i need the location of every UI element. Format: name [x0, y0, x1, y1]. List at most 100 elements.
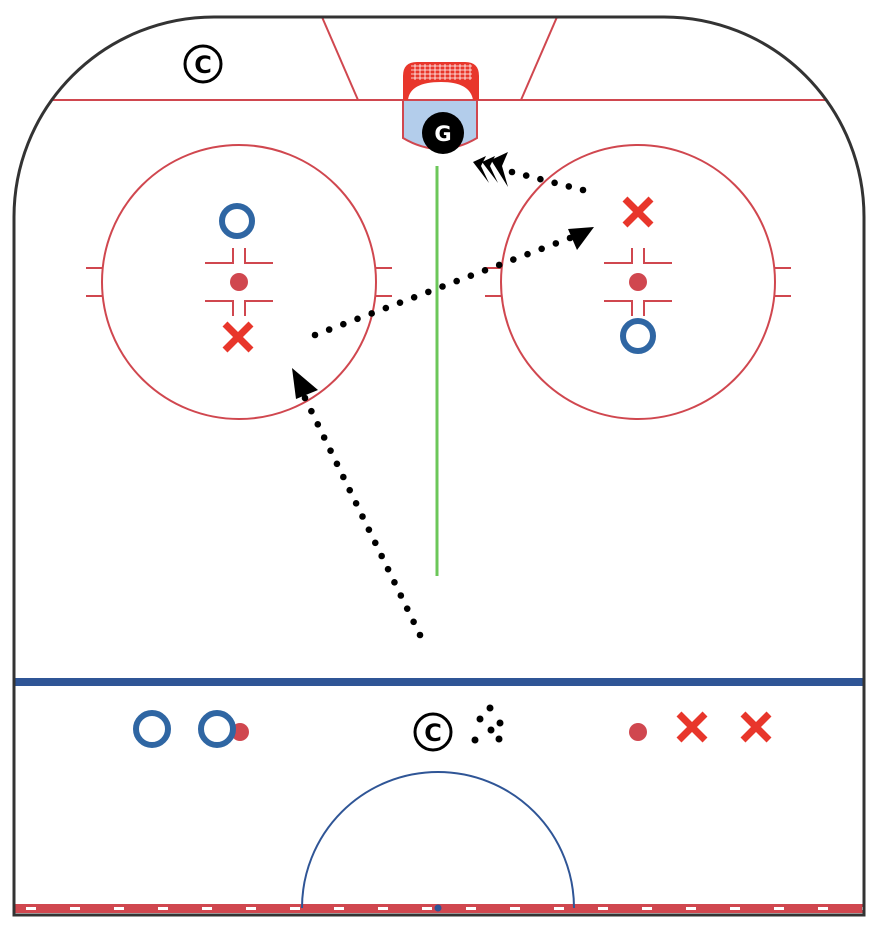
dash	[70, 907, 80, 910]
player-o[interactable]	[198, 710, 236, 748]
shot-arrow-icon	[473, 152, 508, 187]
path-dot	[359, 513, 366, 520]
dash	[114, 907, 124, 910]
path-dot	[524, 250, 531, 258]
path-dot	[325, 326, 333, 333]
path-dot	[551, 179, 558, 187]
dash	[246, 907, 256, 910]
path-arrow-icon	[568, 227, 594, 250]
path-dot	[365, 526, 373, 533]
path-dot	[320, 434, 328, 441]
path-dot	[439, 283, 446, 290]
path-dot	[410, 293, 418, 301]
player-x[interactable]	[222, 321, 254, 353]
path-dot	[391, 579, 398, 586]
path-dot	[352, 500, 360, 507]
path-dot	[467, 272, 475, 280]
player-x[interactable]	[622, 196, 654, 228]
dash	[642, 907, 652, 910]
path-dot	[416, 631, 424, 639]
path-dot	[410, 618, 417, 626]
path-dot	[301, 394, 309, 402]
path-dot	[579, 186, 587, 194]
pucks	[471, 704, 504, 744]
path-dot	[368, 310, 375, 317]
path-dot	[346, 486, 354, 494]
dash	[598, 907, 608, 910]
dash	[378, 907, 388, 910]
path-dot	[308, 407, 315, 415]
path-dot	[481, 267, 489, 274]
path-dot	[384, 565, 392, 573]
path-dot	[537, 175, 544, 183]
faceoff-circle-left	[86, 144, 392, 420]
path-dot	[403, 605, 411, 612]
path-dot	[425, 288, 432, 296]
path-dot	[565, 183, 573, 190]
path-dot	[378, 552, 385, 560]
dash	[26, 907, 36, 910]
dash	[510, 907, 520, 910]
dash	[202, 907, 212, 910]
dash	[466, 907, 476, 910]
dash	[554, 907, 564, 910]
trapezoid-left	[321, 17, 359, 101]
path-dot	[354, 315, 361, 323]
boards	[12, 15, 866, 917]
path-arrow-icon	[292, 368, 318, 399]
dash	[774, 907, 784, 910]
path-dot	[522, 172, 530, 179]
dash	[730, 907, 740, 910]
path-dot	[495, 261, 503, 269]
faceoff-dot-left	[230, 273, 248, 291]
player-o[interactable]	[219, 203, 255, 239]
svg-text:C: C	[424, 719, 442, 747]
neutral-dot-right	[629, 723, 647, 741]
path-dot	[371, 539, 379, 547]
svg-text:G: G	[434, 122, 451, 146]
puck-icon	[487, 726, 495, 734]
dotted-path	[311, 234, 574, 339]
path-dot	[397, 592, 405, 599]
path-dot	[327, 447, 334, 454]
path-dot	[311, 331, 319, 339]
faceoff-circle-right	[485, 144, 791, 420]
path-dot	[453, 277, 460, 285]
coach-marker[interactable]: C	[183, 44, 223, 84]
path-dot	[340, 320, 347, 328]
dash	[334, 907, 344, 910]
path-dot	[396, 299, 404, 306]
puck-icon	[476, 715, 484, 723]
puck-icon	[496, 719, 504, 727]
coach-marker[interactable]: C	[413, 712, 453, 752]
path-dot	[552, 240, 560, 247]
dotted-path	[508, 168, 587, 194]
center-circle	[301, 771, 575, 909]
player-x[interactable]	[740, 711, 772, 743]
path-dot	[382, 304, 390, 312]
path-dot	[333, 460, 341, 468]
puck-icon	[495, 735, 503, 743]
dash	[422, 907, 432, 910]
player-o[interactable]	[620, 318, 656, 354]
blue-line	[14, 678, 864, 686]
dotted-path	[301, 394, 424, 639]
player-o[interactable]	[133, 710, 171, 748]
dash	[290, 907, 300, 910]
dash	[686, 907, 696, 910]
dash	[818, 907, 828, 910]
path-dot	[508, 168, 516, 176]
puck-icon	[471, 736, 479, 744]
center-faceoff-dot	[434, 904, 442, 912]
path-dot	[510, 256, 517, 263]
dash	[158, 907, 168, 910]
puck-icon	[486, 704, 494, 712]
path-dot	[314, 421, 322, 428]
svg-text:C: C	[194, 51, 212, 79]
player-x[interactable]	[676, 711, 708, 743]
goalie-marker[interactable]: G	[422, 112, 464, 154]
trapezoid-right	[520, 17, 558, 101]
faceoff-dot-right	[629, 273, 647, 291]
goal-net-icon	[403, 62, 479, 100]
